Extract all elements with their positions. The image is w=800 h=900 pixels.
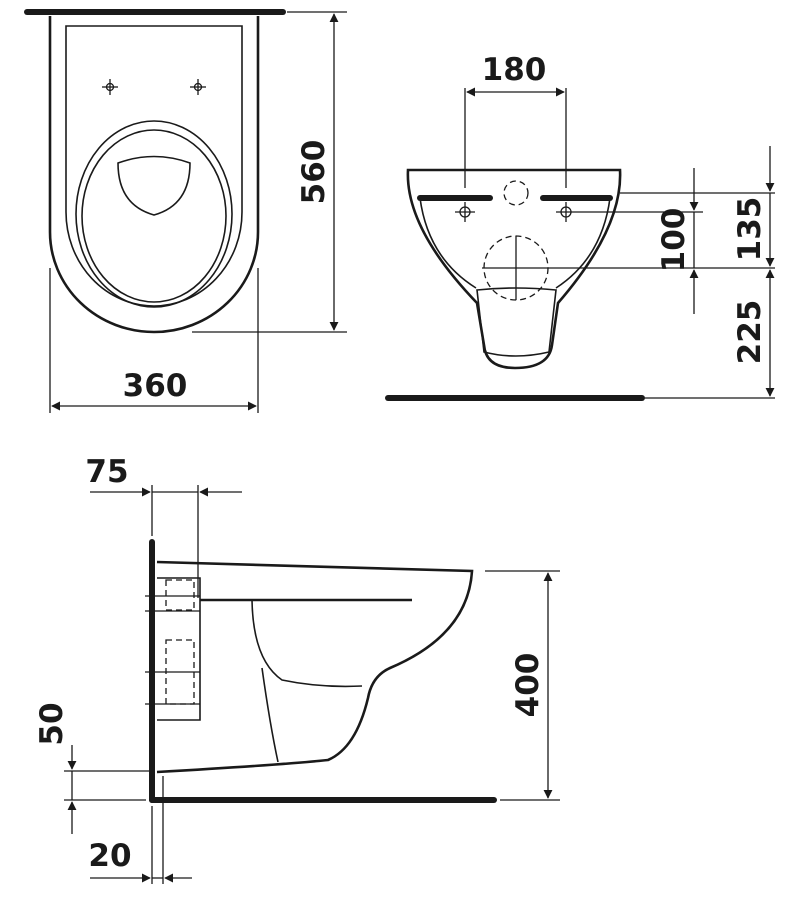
top-view-flush-opening [117,155,191,216]
bolt-to-outlet-label: 100 [656,208,692,273]
front-view-inner-bowl [419,197,477,289]
front-view-inner-bowl-right [555,197,611,289]
top-view-bowl-outline [48,16,260,334]
front-view-water-inlet [503,180,529,206]
depth-dimension-label: 560 [296,140,332,205]
front-view-outlet [476,287,557,357]
front-view: 180 100 135 225 [385,52,775,401]
wall-offset-label: 75 [85,454,128,490]
top-view-seat-inner [81,129,227,303]
side-view-bowl-outline [156,560,474,774]
front-view-left-bolt-icon [455,202,475,222]
side-view: 75 400 50 20 [34,454,560,884]
top-view-lid-outline [65,25,243,307]
outlet-to-floor-label: 225 [732,300,768,365]
bolt-spacing-label: 180 [482,52,547,88]
front-view-right-bolt-icon [556,202,576,222]
top-view-left-bolt-icon [102,79,118,95]
outlet-height-label: 50 [34,702,70,745]
width-dimension-label: 360 [123,368,188,404]
top-view-seat-outer [75,120,233,308]
rim-to-outlet-label: 135 [732,197,768,262]
front-view-bowl-outline [406,168,622,370]
wall-gap-label: 20 [88,838,131,874]
side-view-mounting-frame [157,577,201,721]
side-view-upper-bracket [165,579,195,611]
top-view: 360 560 [24,9,347,413]
height-dimension-label: 400 [510,653,546,718]
top-view-right-bolt-icon [190,79,206,95]
side-view-inner-bowl [251,599,363,688]
side-view-trap-curve [261,667,279,763]
